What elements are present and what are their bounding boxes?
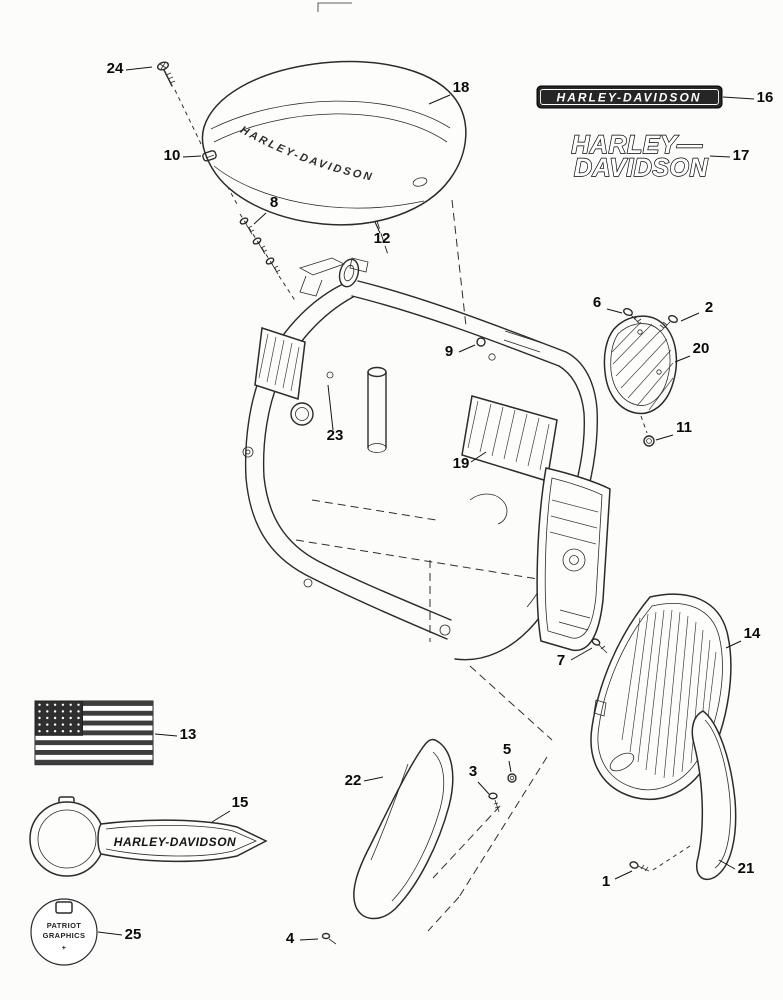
seal-plus: + [62, 943, 67, 952]
callout-13: 13 [180, 726, 197, 743]
screw-fastener-7 [591, 638, 608, 654]
nut-fastener-11 [640, 415, 655, 447]
callout-20: 20 [693, 340, 710, 357]
rivet-23-target [326, 371, 334, 379]
callout-23: 23 [327, 427, 344, 444]
patriot-graphics-seal: PATRIOT GRAPHICS + [30, 898, 98, 966]
callout-8: 8 [270, 194, 278, 211]
callout-19: 19 [453, 455, 470, 472]
flag-stars [38, 703, 80, 733]
assembly-dash-line [469, 665, 553, 741]
assembly-dash-line [174, 89, 204, 149]
nameplate-badge: HARLEY-DAVIDSON [536, 85, 723, 109]
callout-1: 1 [602, 873, 610, 890]
callout-7: 7 [557, 652, 565, 669]
callout-24: 24 [107, 60, 124, 77]
key-decal-text: HARLEY-DAVIDSON [114, 835, 236, 849]
fuel-tank-part: HARLEY-DAVIDSON [201, 60, 467, 226]
callout-16: 16 [757, 89, 774, 106]
callout-10: 10 [164, 147, 181, 164]
frame-vent-left [254, 327, 306, 400]
callout-22: 22 [345, 772, 362, 789]
bolt-fastener-9 [476, 337, 496, 361]
screw-fastener-2 [659, 314, 678, 332]
logo-line2: DAVIDSON [574, 154, 709, 182]
callout-5: 5 [503, 741, 511, 758]
side-cover-part [603, 315, 678, 415]
flag-decal [34, 700, 154, 766]
screw-fastener-1 [629, 845, 691, 872]
fuel-cap [412, 177, 428, 187]
washer-fastener-5 [507, 773, 517, 783]
logo-line1: HARLEY— [571, 131, 703, 159]
trim-strip-part [691, 710, 737, 881]
callout-12: 12 [374, 230, 391, 247]
callout-14: 14 [744, 625, 761, 642]
screw-fastener-6 [623, 307, 642, 325]
script-logo-decal: HARLEY— DAVIDSON [571, 130, 709, 182]
screw-fastener-24 [156, 61, 176, 87]
callout-9: 9 [445, 343, 453, 360]
screw-fastener-4 [321, 932, 337, 945]
assembly-dash-line [432, 805, 501, 879]
callout-21: 21 [738, 860, 755, 877]
callout-2: 2 [705, 299, 713, 316]
callout-6: 6 [593, 294, 601, 311]
callout-25: 25 [125, 926, 142, 943]
callout-3: 3 [469, 763, 477, 780]
clip-fastener-10 [202, 150, 217, 162]
assembly-dash-line [278, 275, 297, 303]
assembly-dash-line [458, 756, 548, 898]
assembly-dash-line [451, 199, 467, 327]
callout-11: 11 [676, 419, 692, 436]
badge-text: HARLEY-DAVIDSON [557, 91, 702, 105]
assembly-dash-line [427, 896, 460, 932]
screw-set-8 [239, 217, 281, 275]
seal-line2: GRAPHICS [43, 931, 86, 940]
key-decal: HARLEY-DAVIDSON [29, 796, 268, 877]
callout-15: 15 [232, 794, 249, 811]
frame-part [242, 257, 611, 661]
callout-4: 4 [286, 930, 295, 947]
callout-18: 18 [453, 79, 470, 96]
frame-rear-assembly [536, 467, 611, 652]
callouts: 1 2 3 4 5 6 7 8 9 10 11 12 13 14 15 16 1… [97, 60, 774, 947]
front-spoiler-part [353, 738, 454, 920]
page-corner-mark [317, 2, 352, 12]
seal-line1: PATRIOT [47, 921, 82, 930]
assembly-dash-line [376, 220, 390, 259]
callout-17: 17 [733, 147, 750, 164]
